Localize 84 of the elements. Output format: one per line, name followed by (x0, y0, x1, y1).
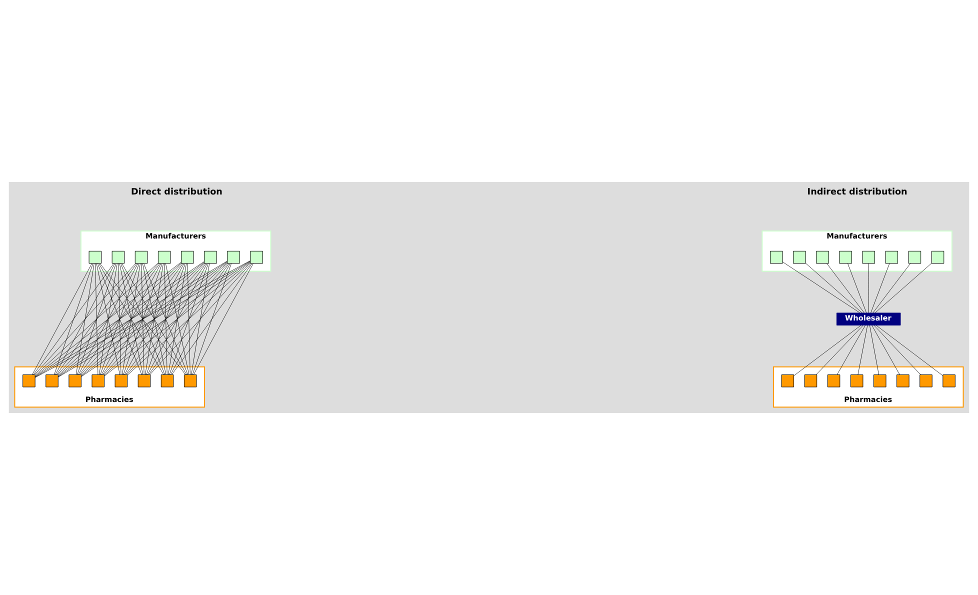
node-box (46, 374, 58, 388)
connector (858, 325, 868, 375)
connector (169, 263, 208, 375)
node-box (908, 250, 922, 264)
connector (794, 325, 862, 376)
node-box (850, 374, 864, 388)
node-box (181, 250, 194, 264)
connector (868, 263, 869, 314)
node-box (158, 250, 171, 264)
connector (870, 263, 890, 314)
node-box (160, 374, 174, 388)
connector (79, 263, 160, 375)
node-box (250, 250, 263, 264)
node-box (816, 250, 829, 264)
node-box (134, 250, 148, 264)
connector (126, 263, 228, 375)
connector (58, 262, 182, 376)
connector (141, 263, 144, 375)
connector (170, 263, 230, 375)
node-box (68, 374, 82, 388)
node-box (804, 374, 818, 388)
connector (148, 263, 230, 375)
connector (125, 263, 206, 375)
node-box (827, 374, 840, 388)
node-box (839, 250, 852, 264)
connector (57, 263, 159, 375)
connector (870, 325, 880, 375)
connector (164, 263, 168, 375)
node-box (227, 250, 240, 264)
node-box (874, 374, 886, 388)
connector (76, 263, 94, 375)
node-box (138, 374, 151, 388)
connector (872, 263, 910, 314)
connector (34, 263, 136, 375)
node-box (184, 374, 197, 388)
node-box (114, 374, 128, 388)
node-box (781, 374, 794, 388)
connector (118, 263, 122, 375)
node-box (942, 374, 956, 388)
connector (77, 263, 116, 375)
connector (147, 263, 208, 375)
connector (54, 263, 94, 375)
connector (104, 262, 228, 376)
node-box (885, 250, 898, 264)
connector (172, 263, 252, 375)
node-box (88, 250, 102, 264)
node-box (112, 250, 125, 264)
connector (848, 263, 867, 314)
node-box (22, 374, 36, 388)
connector (836, 325, 866, 375)
connector (192, 263, 232, 375)
connector (187, 263, 190, 375)
connector (55, 263, 116, 375)
node-box (204, 250, 217, 264)
connector (32, 263, 92, 375)
connector (33, 263, 114, 375)
node-box (931, 250, 944, 264)
node-box (793, 250, 806, 264)
connector (872, 325, 900, 375)
connector (78, 263, 138, 375)
node-box (862, 250, 875, 264)
connector (150, 263, 251, 375)
connector (95, 263, 98, 375)
node-box (896, 374, 910, 388)
connector (191, 263, 210, 375)
label: Indirect distribution (807, 187, 908, 198)
connector (193, 263, 254, 375)
connector (805, 262, 862, 314)
connector (80, 263, 182, 375)
node-box (920, 374, 932, 388)
node-box (770, 250, 783, 264)
connector (816, 325, 864, 375)
connector (34, 262, 158, 376)
connector (104, 263, 205, 375)
connector (782, 262, 860, 314)
connector (56, 263, 137, 375)
connector (81, 262, 204, 376)
node-box (92, 374, 104, 388)
connector (874, 325, 921, 375)
label: Direct distribution (130, 187, 222, 198)
connector (127, 262, 251, 376)
connector (874, 262, 932, 314)
connector (826, 263, 864, 314)
connector (876, 325, 943, 376)
